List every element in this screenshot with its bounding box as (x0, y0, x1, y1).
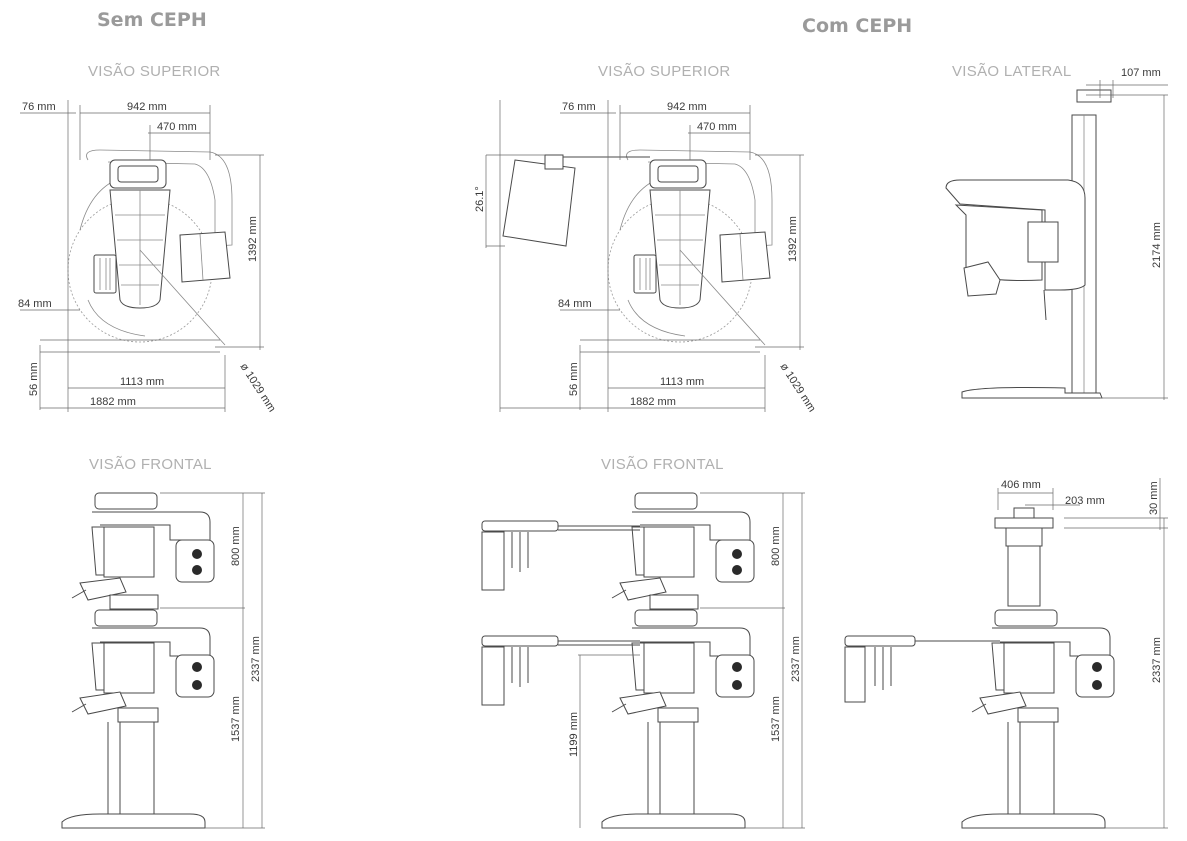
dim-84-left: 84 mm (18, 298, 52, 310)
dim-2337-mid: 2337 mm (790, 636, 802, 682)
view-title-top-without-ceph: VISÃO SUPERIOR (88, 63, 221, 80)
dim-942-left: 942 mm (127, 101, 167, 113)
group-title-without-ceph: Sem CEPH (97, 9, 207, 31)
dim-470-left: 470 mm (157, 121, 197, 133)
dim-942-mid: 942 mm (667, 101, 707, 113)
top-view-without-ceph: 76 mm 942 mm 470 mm 1392 mm 84 mm 56 mm … (18, 100, 278, 414)
dim-76-mid: 76 mm (562, 101, 596, 113)
dim-angle: 26.1° (474, 186, 486, 212)
front-view-with-ceph: 1199 mm 800 mm 2337 mm 1537 mm (481, 492, 805, 829)
dim-56-left: 56 mm (28, 362, 40, 396)
dim-1199: 1199 mm (568, 712, 580, 757)
lateral-view: 107 mm 2174 mm (945, 67, 1168, 400)
dim-1882-mid: 1882 mm (630, 396, 676, 408)
dim-406: 406 mm (1001, 479, 1041, 491)
dim-800-mid: 800 mm (770, 526, 782, 566)
dim-2174: 2174 mm (1151, 222, 1163, 268)
dim-107: 107 mm (1121, 67, 1161, 79)
view-title-top-with-ceph: VISÃO SUPERIOR (598, 63, 731, 80)
dim-1882-left: 1882 mm (90, 396, 136, 408)
dim-1029-mid: ø 1029 mm (777, 361, 817, 414)
dim-76-left: 76 mm (22, 101, 56, 113)
dim-1113-mid: 1113 mm (660, 376, 704, 388)
dim-84-mid: 84 mm (558, 298, 592, 310)
dim-2337-right: 2337 mm (1151, 637, 1163, 683)
front-view-lateral: 406 mm 203 mm 30 mm 2337 mm (844, 478, 1168, 829)
dim-1537-left: 1537 mm (230, 696, 242, 742)
front-view-without-ceph: 800 mm 2337 mm 1537 mm (61, 492, 265, 829)
dim-203: 203 mm (1065, 495, 1105, 507)
view-title-front-without-ceph: VISÃO FRONTAL (89, 456, 212, 473)
view-title-front-with-ceph: VISÃO FRONTAL (601, 456, 724, 473)
dim-1029-left: ø 1029 mm (237, 361, 277, 414)
dim-56-mid: 56 mm (568, 362, 580, 396)
dim-1392-mid: 1392 mm (787, 216, 799, 262)
view-title-lateral: VISÃO LATERAL (952, 63, 1072, 80)
dim-2337-left: 2337 mm (250, 636, 262, 682)
top-view-with-ceph: 26.1° 76 mm 942 mm 470 mm 1392 mm 84 mm … (474, 100, 818, 414)
dim-1392-left: 1392 mm (247, 216, 259, 262)
dim-800-left: 800 mm (230, 526, 242, 566)
dim-1537-mid: 1537 mm (770, 696, 782, 742)
dim-470-mid: 470 mm (697, 121, 737, 133)
dim-30: 30 mm (1148, 481, 1160, 515)
dim-1113-left: 1113 mm (120, 376, 164, 388)
group-title-with-ceph: Com CEPH (802, 15, 913, 37)
